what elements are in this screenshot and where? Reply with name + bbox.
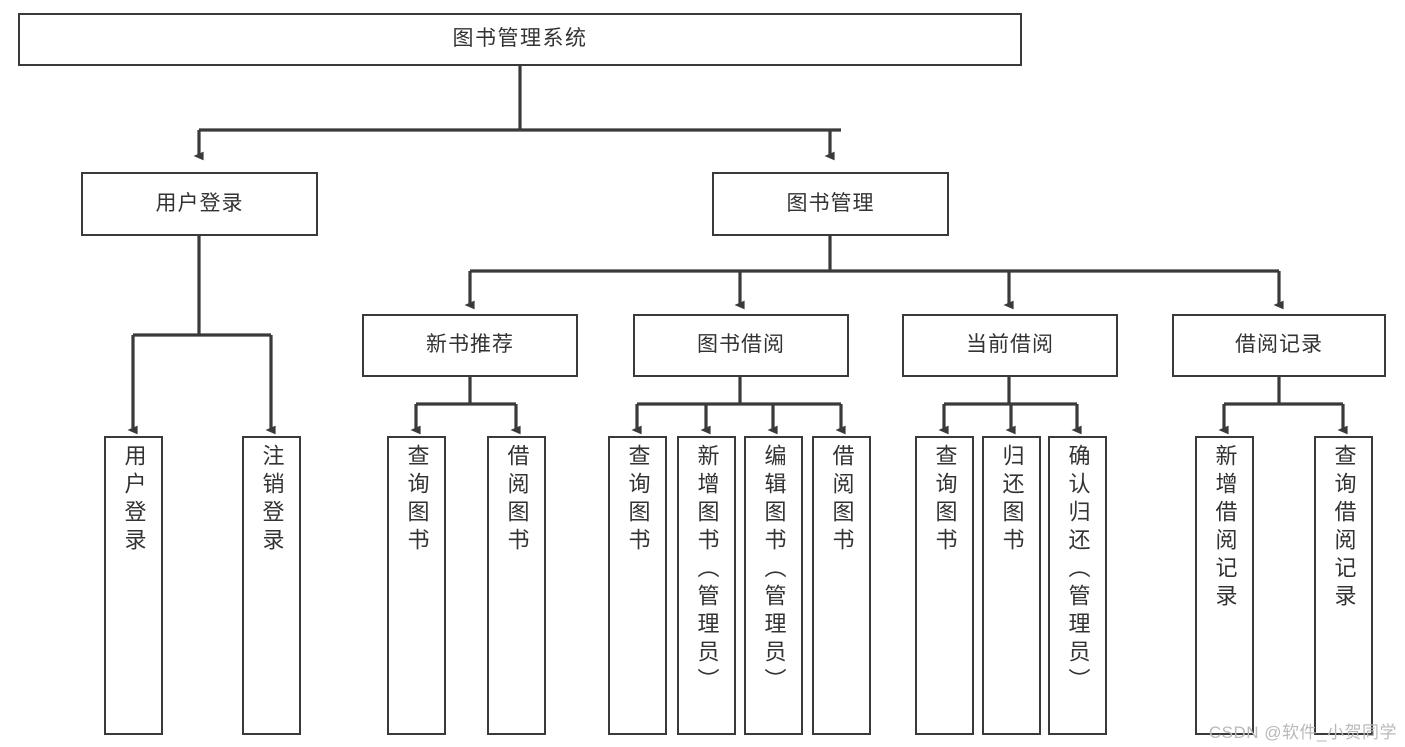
node-label: 确认归还（管理员） xyxy=(1065,444,1091,696)
node-label: 借阅图书 xyxy=(504,444,530,556)
node-borrow-record[interactable]: 借阅记录 xyxy=(1172,314,1386,377)
node-leaf-confirm-return[interactable]: 确认归还（管理员） xyxy=(1048,436,1107,735)
node-label: 借阅图书 xyxy=(829,444,855,556)
node-book-borrow[interactable]: 图书借阅 xyxy=(633,314,849,377)
node-new-book-recommend[interactable]: 新书推荐 xyxy=(362,314,578,377)
node-label: 用户登录 xyxy=(121,444,147,556)
node-label: 新增借阅记录 xyxy=(1212,444,1238,612)
node-label: 查询图书 xyxy=(404,444,430,556)
csdn-watermark: CSDN @软件_小贺同学 xyxy=(1208,723,1397,742)
node-label: 当前借阅 xyxy=(966,333,1054,357)
node-label: 新书推荐 xyxy=(426,333,514,357)
node-label: 查询借阅记录 xyxy=(1331,444,1357,612)
node-label: 用户登录 xyxy=(155,191,244,215)
node-book-management[interactable]: 图书管理 xyxy=(712,172,949,236)
node-root-book-management-system[interactable]: 图书管理系统 xyxy=(18,13,1022,66)
node-user-login[interactable]: 用户登录 xyxy=(81,172,318,236)
node-label: 查询图书 xyxy=(932,444,958,556)
node-leaf-add-book[interactable]: 新增图书（管理员） xyxy=(677,436,736,735)
node-label: 图书管理系统 xyxy=(452,27,588,51)
node-leaf-user-login[interactable]: 用户登录 xyxy=(104,436,163,735)
node-label: 编辑图书（管理员） xyxy=(761,444,787,696)
node-label: 借阅记录 xyxy=(1235,333,1323,357)
node-leaf-borrow-book-2[interactable]: 借阅图书 xyxy=(812,436,871,735)
node-label: 新增图书（管理员） xyxy=(694,444,720,696)
node-leaf-add-borrow-record[interactable]: 新增借阅记录 xyxy=(1195,436,1254,735)
node-label: 归还图书 xyxy=(999,444,1025,556)
node-label: 图书管理 xyxy=(786,191,875,215)
node-label: 图书借阅 xyxy=(697,333,785,357)
node-label: 查询图书 xyxy=(625,444,651,556)
node-label: 注销登录 xyxy=(259,444,285,556)
node-leaf-borrow-book-1[interactable]: 借阅图书 xyxy=(487,436,546,735)
node-leaf-query-book-3[interactable]: 查询图书 xyxy=(915,436,974,735)
node-leaf-query-book-2[interactable]: 查询图书 xyxy=(608,436,667,735)
node-leaf-query-book-1[interactable]: 查询图书 xyxy=(387,436,446,735)
node-leaf-user-logout[interactable]: 注销登录 xyxy=(242,436,301,735)
node-leaf-query-borrow-record[interactable]: 查询借阅记录 xyxy=(1314,436,1373,735)
node-current-borrow[interactable]: 当前借阅 xyxy=(902,314,1118,377)
node-leaf-return-book[interactable]: 归还图书 xyxy=(982,436,1041,735)
node-leaf-edit-book[interactable]: 编辑图书（管理员） xyxy=(744,436,803,735)
